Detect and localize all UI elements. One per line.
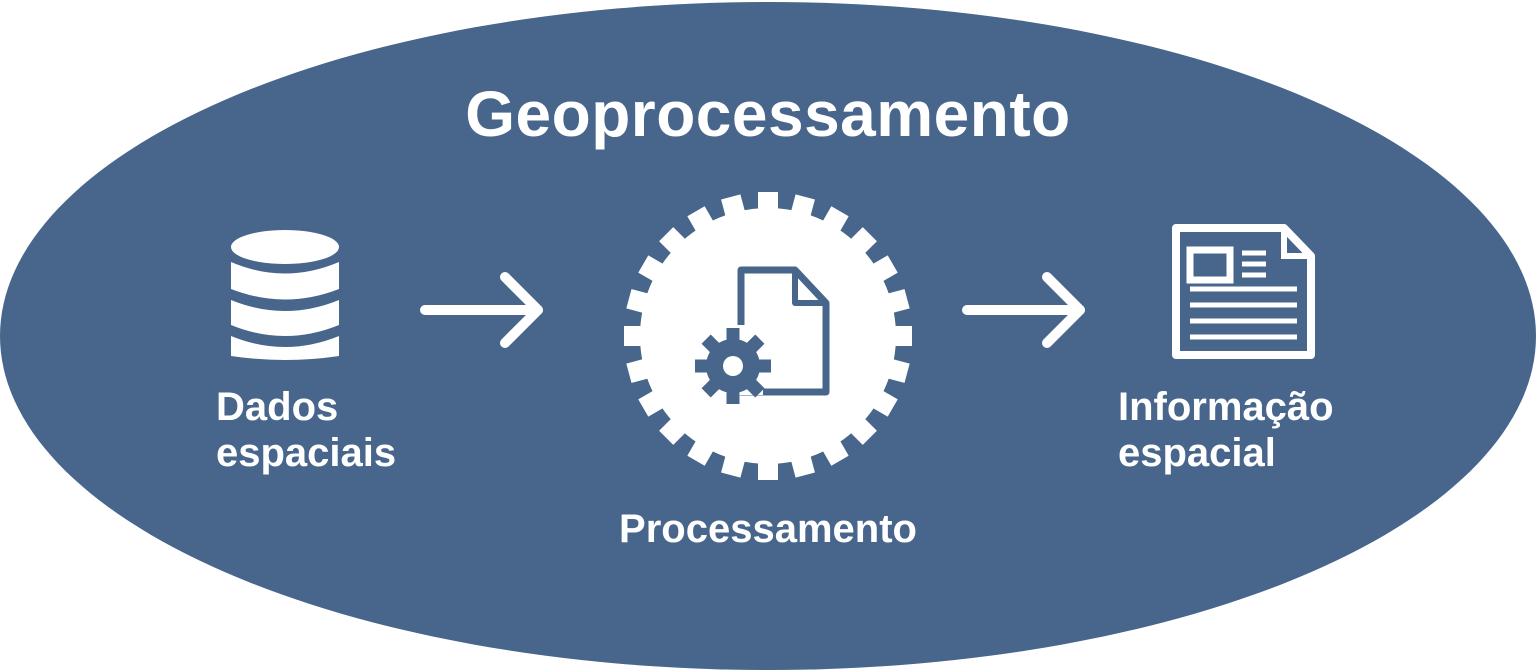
- process-node-label: Processamento: [619, 507, 917, 551]
- output-label-line2: espacial: [1118, 431, 1276, 475]
- output-node-label: Informação espacial: [1118, 384, 1334, 476]
- arrow-right-icon: [420, 272, 543, 348]
- output-label-line1: Informação: [1118, 385, 1334, 429]
- input-node-label: Dados espaciais: [216, 384, 396, 476]
- document-report-icon: [1172, 224, 1315, 359]
- gear-icon: [624, 192, 912, 480]
- arrow-right-icon: [962, 272, 1085, 348]
- input-label-line2: espaciais: [216, 431, 397, 475]
- diagram-title: Geoprocessamento: [465, 78, 1071, 150]
- small-gear-icon: [695, 325, 771, 404]
- input-label-line1: Dados: [216, 385, 339, 429]
- database-icon: [231, 230, 339, 360]
